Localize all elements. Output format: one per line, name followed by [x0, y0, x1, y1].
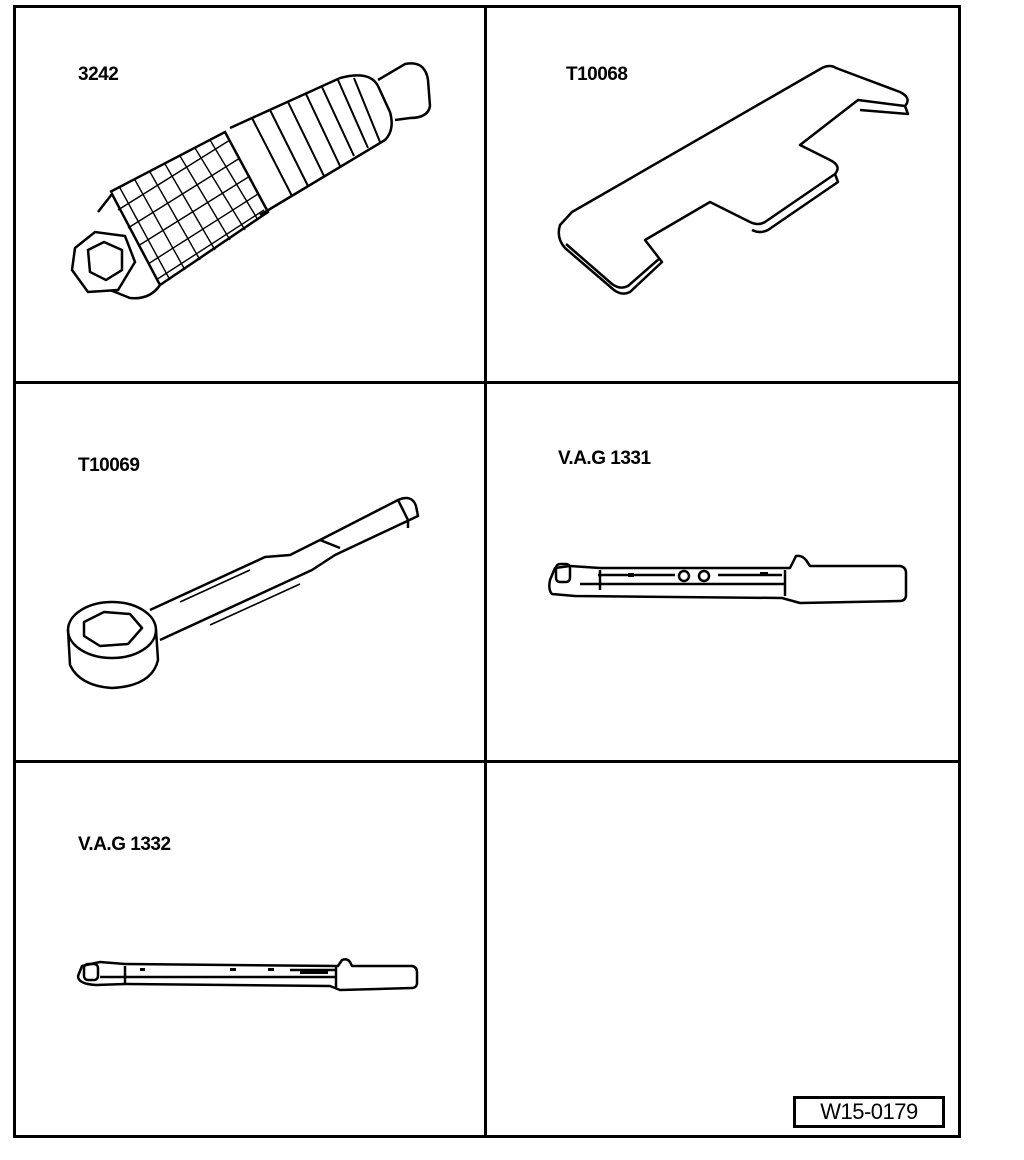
grid-divider-row-1	[13, 381, 961, 384]
grid-divider-row-2	[13, 760, 961, 763]
tool-label: V.A.G 1331	[558, 448, 651, 469]
tool-label: T10069	[78, 455, 140, 476]
figure-reference-box: W15-0179	[793, 1096, 945, 1128]
tool-label: 3242	[78, 64, 119, 85]
tool-label: T10068	[566, 64, 628, 85]
tool-sheet-frame	[13, 5, 961, 1138]
grid-divider-vertical	[484, 5, 487, 1138]
tool-label: V.A.G 1332	[78, 834, 171, 855]
